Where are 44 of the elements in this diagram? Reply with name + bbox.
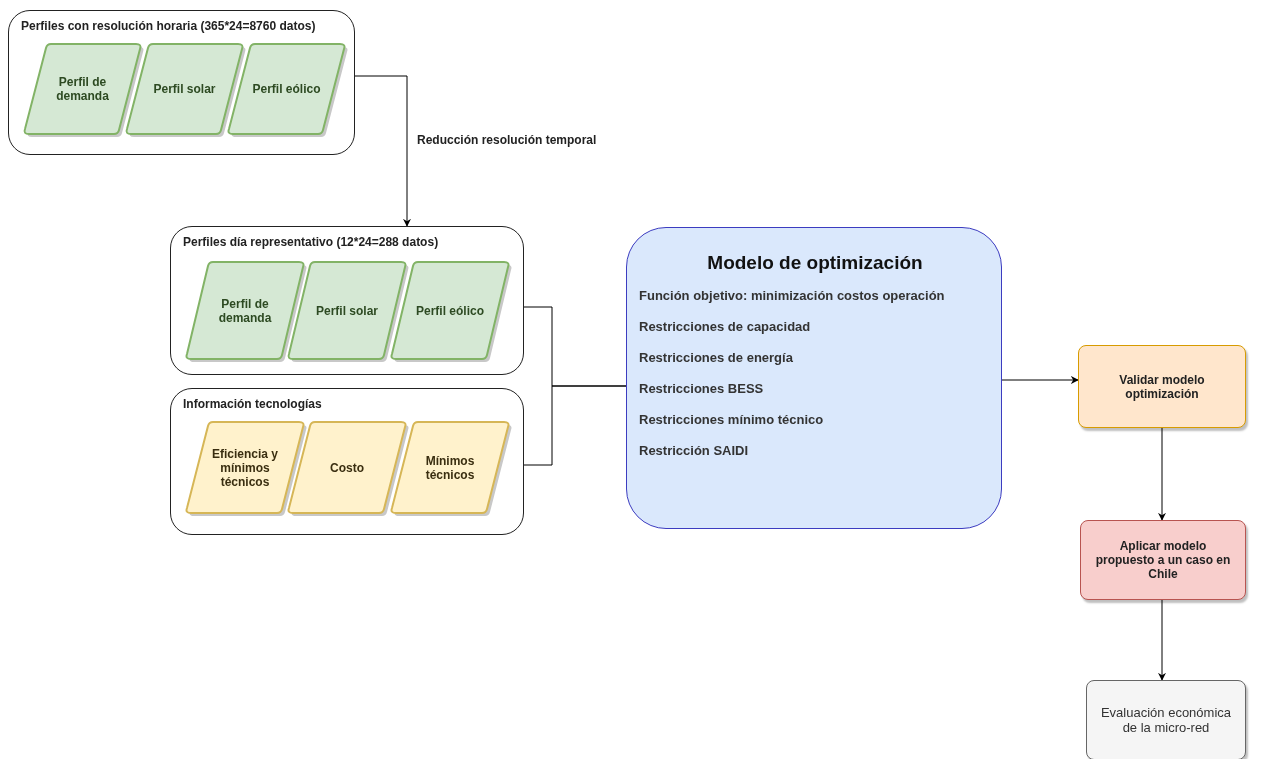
process-box	[1086, 680, 1246, 759]
box-text: Evaluación económica de la micro-red	[1099, 705, 1233, 735]
data-parallelogram	[285, 421, 409, 514]
process-box	[1080, 520, 1246, 600]
constraint-text: Restricción SAIDI	[639, 443, 750, 458]
parallelogram-text: Perfil eólico	[252, 82, 321, 96]
box-text: Validar modelo optimización	[1118, 372, 1206, 401]
parallelogram-text: Perfil de demanda	[217, 296, 273, 325]
constraint-text: Restricciones de capacidad	[639, 319, 812, 334]
box-text: Aplicar modelo propuesto a un caso en Chile	[1094, 539, 1232, 581]
parallelogram-text: Perfil solar	[316, 303, 378, 318]
group-container	[8, 10, 355, 155]
constraint-text: Restricciones mínimo técnico	[639, 412, 825, 427]
process-box	[1078, 345, 1246, 428]
data-parallelogram	[388, 261, 512, 360]
group-heading: Información tecnologías	[183, 397, 322, 411]
data-parallelogram	[21, 43, 144, 135]
parallelogram-text: Costo	[330, 460, 364, 475]
constraint-text: Función objetivo: minimización costos operación	[639, 288, 946, 303]
connector-line	[523, 385, 627, 466]
arrow	[1001, 376, 1079, 384]
parallelogram-text: Perfil eólico	[416, 303, 484, 318]
parallelogram-text: Perfil solar	[153, 82, 216, 96]
model-box	[626, 227, 1002, 529]
edge-label: Reducción resolución temporal	[417, 133, 597, 147]
data-parallelogram	[225, 43, 348, 135]
arrow	[354, 75, 411, 227]
data-parallelogram	[183, 261, 307, 360]
group-heading: Perfiles con resolución horaria (365*24=8760 datos)	[21, 19, 316, 33]
parallelogram-text: Perfil de demanda	[55, 75, 110, 103]
constraint-text: Restricciones de energía	[639, 350, 794, 365]
parallelogram-text: Mínimos técnicos	[424, 453, 476, 482]
group-container	[170, 226, 524, 375]
data-parallelogram	[388, 421, 512, 514]
data-parallelogram	[183, 421, 307, 514]
model-title: Modelo de optimización	[706, 252, 924, 274]
data-parallelogram	[123, 43, 246, 135]
parallelogram-text: Eficiencia y mínimos técnicos	[210, 446, 279, 489]
arrow	[1158, 427, 1166, 521]
group-container	[170, 388, 524, 535]
constraint-text: Restricciones BESS	[639, 381, 765, 396]
arrow	[1158, 599, 1166, 681]
data-parallelogram	[285, 261, 409, 360]
group-heading: Perfiles día representativo (12*24=288 datos)	[183, 235, 439, 249]
